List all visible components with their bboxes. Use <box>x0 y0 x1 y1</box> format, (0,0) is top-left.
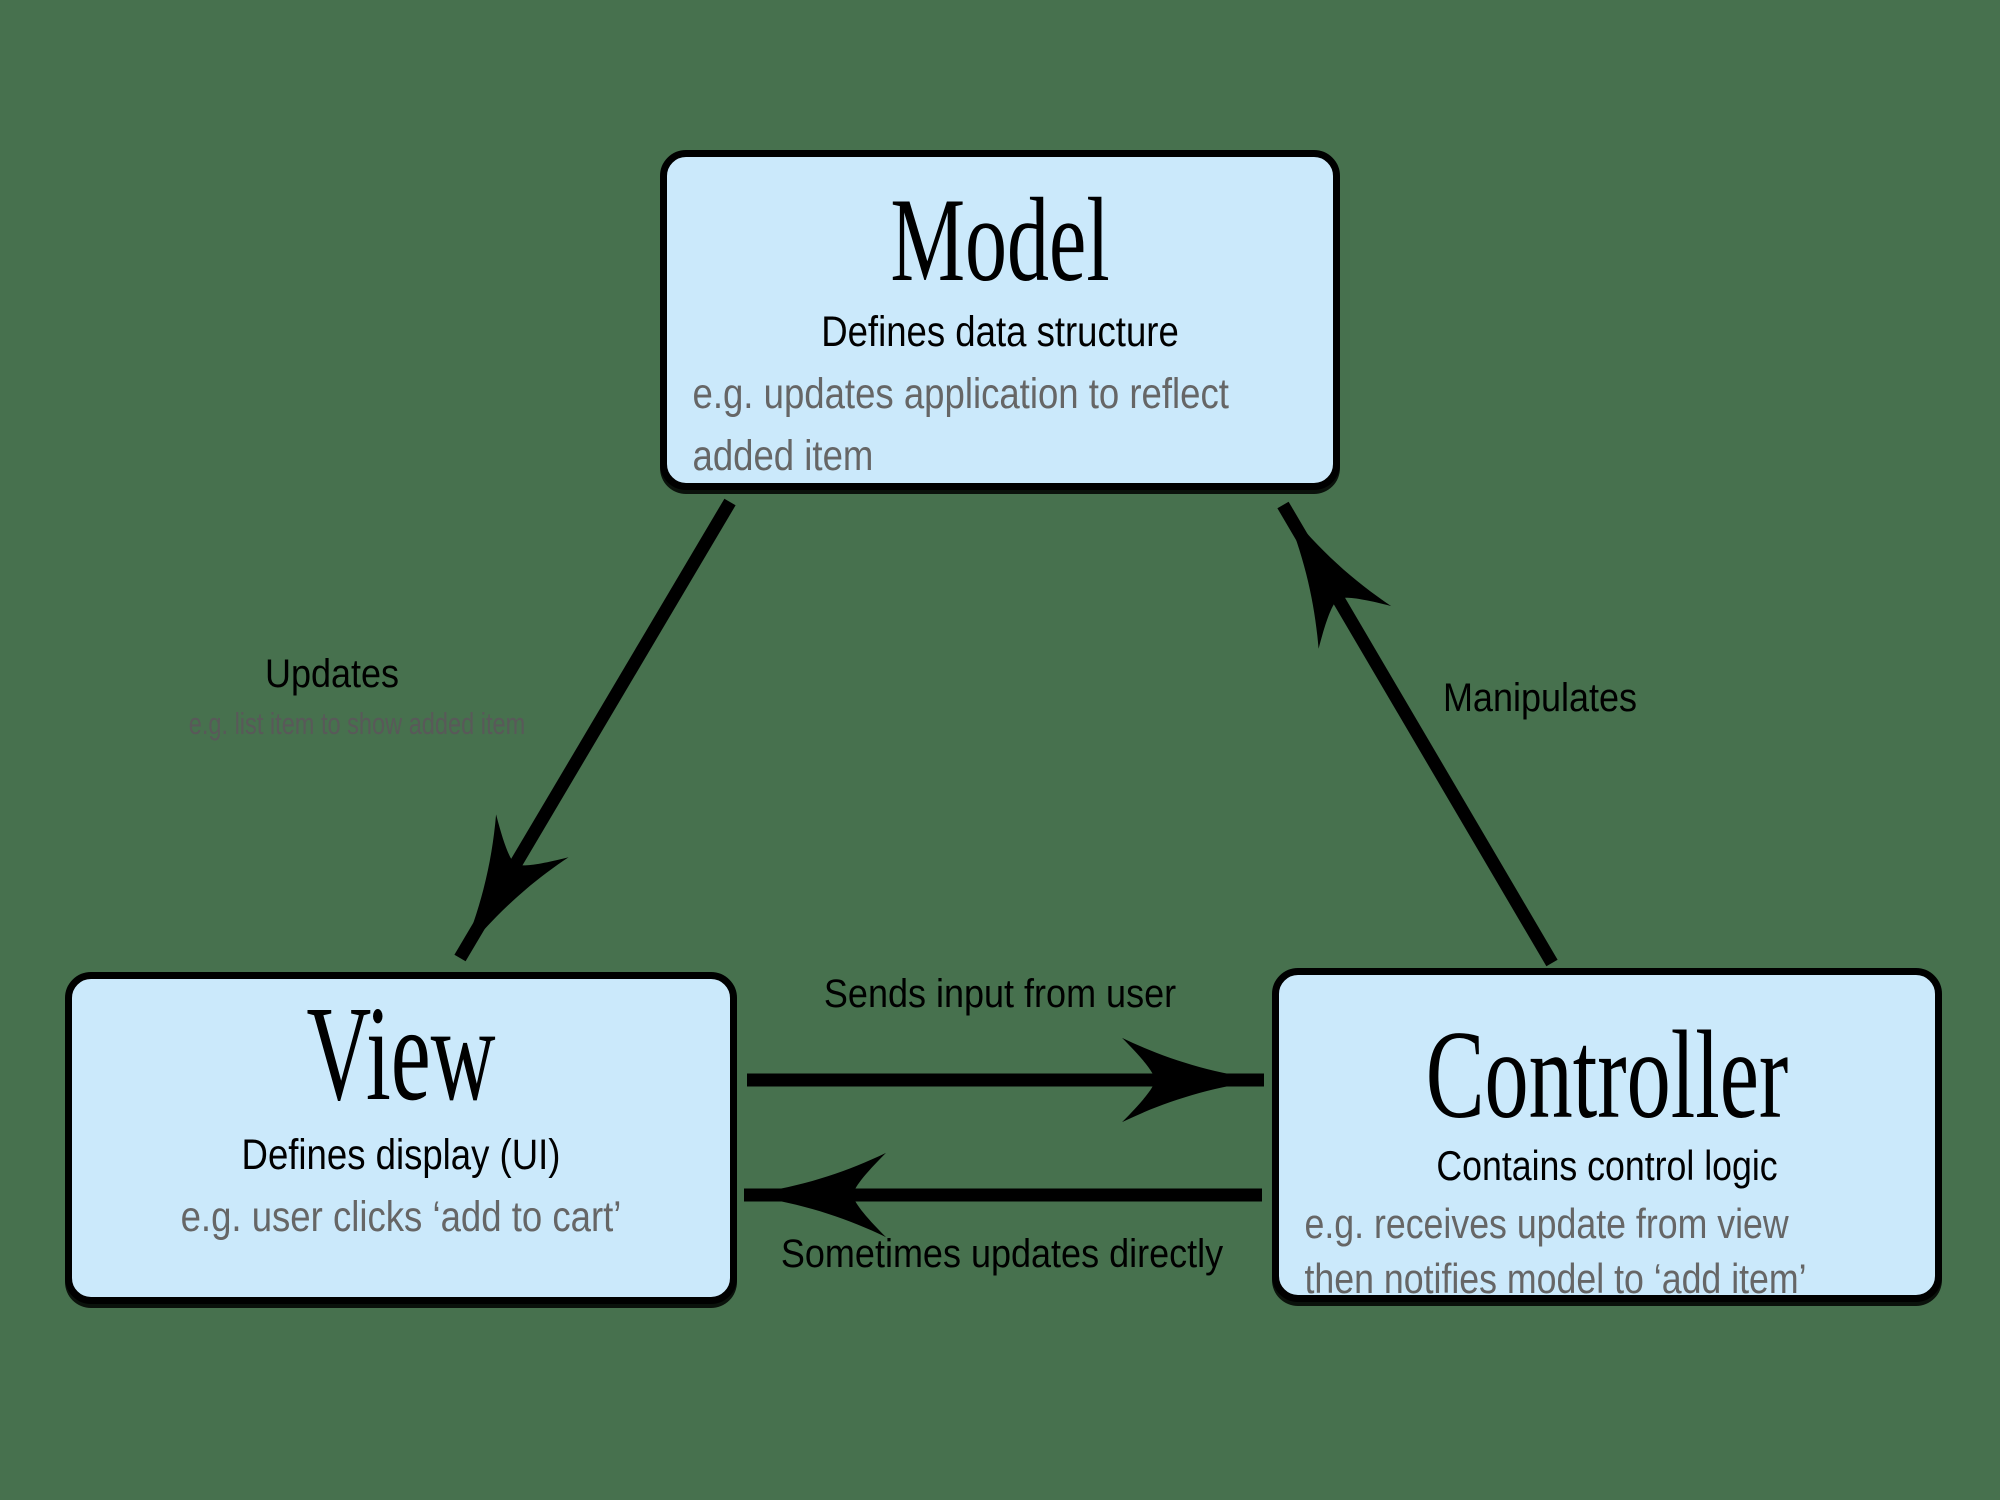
model-subtitle: Defines data structure <box>821 308 1179 356</box>
controller-title: Controller <box>1425 1006 1789 1145</box>
arrow-model-to-view <box>454 498 736 962</box>
controller-example-line-1: e.g. receives update from view <box>1304 1199 1789 1247</box>
model-example: e.g. updates application to reflect adde… <box>667 363 1333 488</box>
view-example-line-1: e.g. user clicks ‘add to cart’ <box>180 1192 622 1241</box>
model-example-line-1: e.g. updates application to reflect <box>692 370 1229 419</box>
view-box: View Defines display (UI) e.g. user clic… <box>65 972 737 1304</box>
controller-example-line-2: then notifies model to ‘add item’ <box>1304 1255 1807 1303</box>
manipulates-arrow-label: Manipulates <box>1442 676 1638 720</box>
controller-example: e.g. receives update from view then noti… <box>1279 1196 1935 1308</box>
model-example-line-2: added item <box>692 432 874 481</box>
view-title: View <box>306 979 496 1129</box>
arrow-controller-to-model <box>1277 501 1558 967</box>
updates-arrow-label: Updates <box>264 652 400 696</box>
model-box: Model Defines data structure e.g. update… <box>660 150 1340 490</box>
controller-box: Controller Contains control logic e.g. r… <box>1272 968 1942 1302</box>
view-example: e.g. user clicks ‘add to cart’ <box>72 1186 730 1248</box>
model-title: Model <box>890 173 1110 306</box>
controller-subtitle: Contains control logic <box>1436 1142 1778 1189</box>
sometimes-updates-arrow-label: Sometimes updates directly <box>780 1232 1224 1276</box>
view-subtitle: Defines display (UI) <box>241 1130 561 1179</box>
updates-arrow-sublabel: e.g. list item to show added item <box>188 706 526 741</box>
sends-input-arrow-label: Sends input from user <box>823 972 1177 1016</box>
